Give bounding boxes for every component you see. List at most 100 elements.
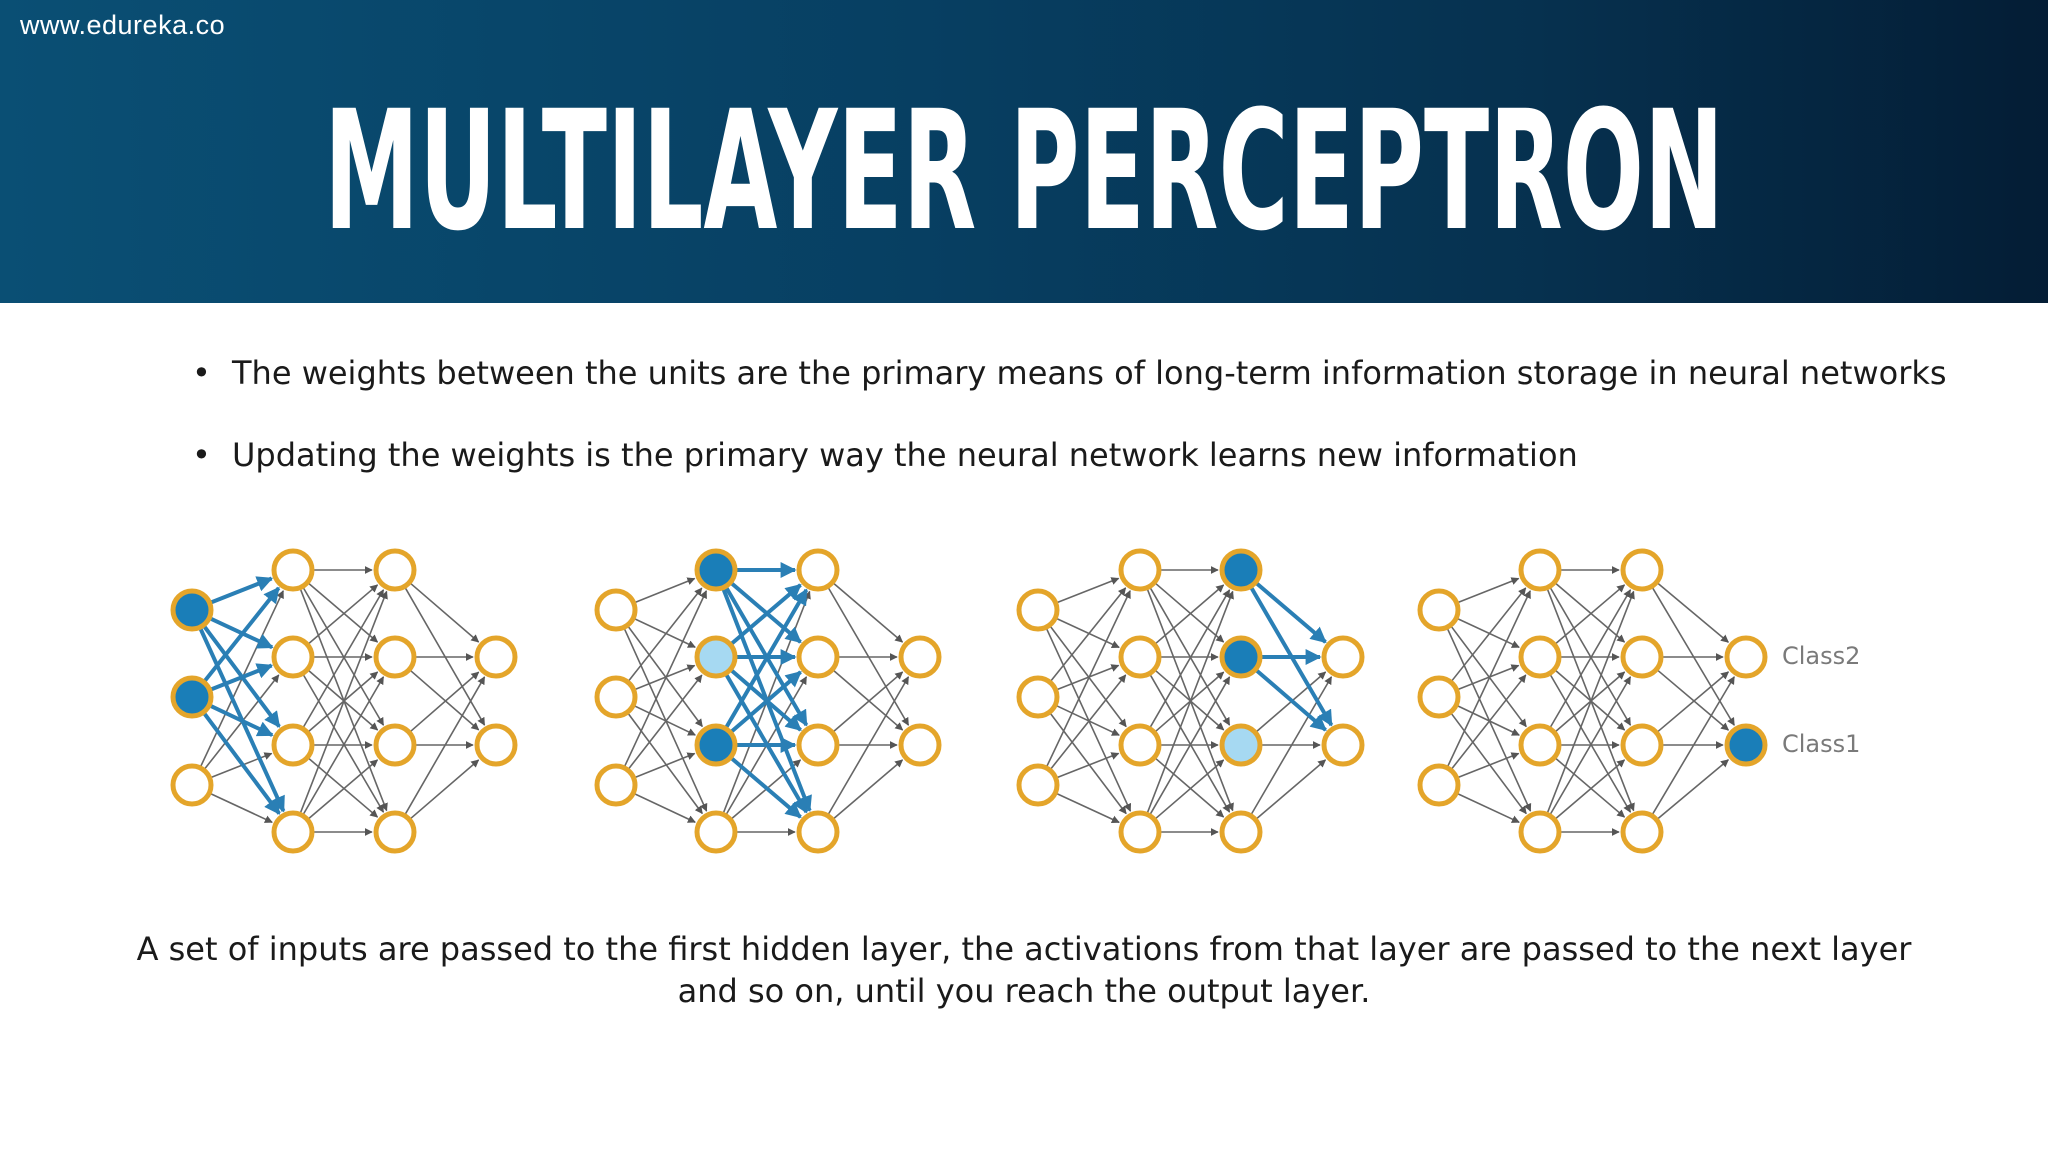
- neuron-node: [796, 810, 840, 854]
- edge: [1657, 582, 1729, 643]
- partial-neuron-node: [1219, 723, 1263, 767]
- edge: [308, 670, 379, 731]
- edge: [1458, 664, 1520, 691]
- partial-neuron-node: [694, 635, 738, 679]
- neuron-node: [373, 810, 417, 854]
- edge: [308, 759, 379, 819]
- neuron-node: [1321, 635, 1365, 679]
- neuron-node: [594, 763, 638, 807]
- neuron-node: [898, 635, 942, 679]
- edge: [1155, 583, 1225, 643]
- edge: [302, 674, 385, 813]
- edge: [1458, 752, 1520, 779]
- edge: [1546, 590, 1635, 813]
- header-banner: www.edureka.co MULTILAYER PERCEPTRON: [0, 0, 2048, 303]
- active-neuron-node: [170, 588, 214, 632]
- active-edge: [730, 670, 802, 733]
- edge: [1050, 674, 1127, 770]
- neuron-node: [1620, 723, 1664, 767]
- neuron-node: [694, 810, 738, 854]
- neuron-node: [1118, 810, 1162, 854]
- edge: [635, 752, 696, 778]
- edge: [624, 590, 708, 767]
- edge: [1057, 577, 1120, 604]
- edge: [410, 759, 480, 819]
- edge: [1149, 676, 1231, 815]
- bullet-dot-icon: •: [192, 354, 211, 392]
- edge: [1657, 671, 1730, 733]
- edge: [1555, 759, 1626, 819]
- caption-line-1: A set of inputs are passed to the first …: [136, 930, 1912, 968]
- class1-label: Class1: [1782, 730, 1860, 758]
- neuron-node: [373, 548, 417, 592]
- neuron-node: [1219, 810, 1263, 854]
- edge: [1056, 618, 1120, 649]
- edge: [308, 758, 379, 818]
- neuron-node: [1518, 810, 1562, 854]
- neuron-node: [1620, 548, 1664, 592]
- active-edge: [210, 576, 274, 605]
- neuron-node: [170, 763, 214, 807]
- bullet-text: Updating the weights is the primary way …: [232, 436, 1578, 474]
- edge: [1652, 676, 1735, 815]
- neuron-node: [271, 635, 315, 679]
- edge: [833, 583, 904, 643]
- active-edge: [210, 663, 274, 692]
- edge: [634, 618, 696, 648]
- active-neuron-node: [1219, 635, 1263, 679]
- edge: [410, 670, 480, 731]
- neuron-node: [1620, 635, 1664, 679]
- neuron-node: [1620, 810, 1664, 854]
- title-svg: MULTILAYER PERCEPTRON: [324, 75, 1724, 267]
- edge: [308, 583, 379, 643]
- edge: [210, 793, 273, 824]
- edge: [1155, 584, 1225, 644]
- neuron-node: [271, 810, 315, 854]
- neuron-node: [1724, 635, 1768, 679]
- edge: [1155, 758, 1225, 818]
- neuron-node: [1417, 675, 1461, 719]
- edge: [1056, 793, 1120, 824]
- active-edge: [1255, 582, 1327, 644]
- edge: [628, 674, 703, 769]
- edge: [1046, 590, 1131, 767]
- edge: [628, 587, 703, 681]
- neuron-node: [1016, 763, 1060, 807]
- bullet-list: • The weights between the units are the …: [190, 353, 1947, 517]
- edge: [635, 577, 696, 603]
- neuron-node: [796, 635, 840, 679]
- edge: [1057, 664, 1120, 691]
- edge: [1555, 583, 1626, 643]
- edge: [1549, 589, 1632, 728]
- edge: [302, 676, 385, 815]
- edge: [1149, 674, 1231, 813]
- edge: [404, 676, 486, 815]
- active-edge: [724, 588, 809, 728]
- edge: [1549, 674, 1632, 813]
- neuron-node: [1016, 588, 1060, 632]
- active-edge: [730, 583, 802, 645]
- edge: [1050, 713, 1127, 815]
- edge: [1155, 670, 1225, 731]
- edge: [299, 590, 388, 813]
- active-neuron-node: [694, 723, 738, 767]
- nodes-layer: [170, 548, 1768, 854]
- bullet-item: • The weights between the units are the …: [190, 353, 1947, 393]
- edge: [634, 705, 696, 736]
- neuron-node: [898, 723, 942, 767]
- edge: [308, 584, 379, 644]
- bullet-item: • Updating the weights is the primary wa…: [190, 435, 1910, 475]
- edge: [1555, 584, 1626, 644]
- neuron-node: [474, 723, 518, 767]
- edge: [302, 589, 385, 728]
- edges-layer: [198, 562, 1735, 836]
- edge: [1447, 590, 1531, 767]
- edge: [635, 664, 696, 690]
- neuron-node: [796, 548, 840, 592]
- class2-label: Class2: [1782, 642, 1860, 670]
- active-edge: [203, 586, 281, 682]
- bullet-dot-icon: •: [192, 436, 211, 474]
- neuron-node: [271, 548, 315, 592]
- neuron-node: [373, 723, 417, 767]
